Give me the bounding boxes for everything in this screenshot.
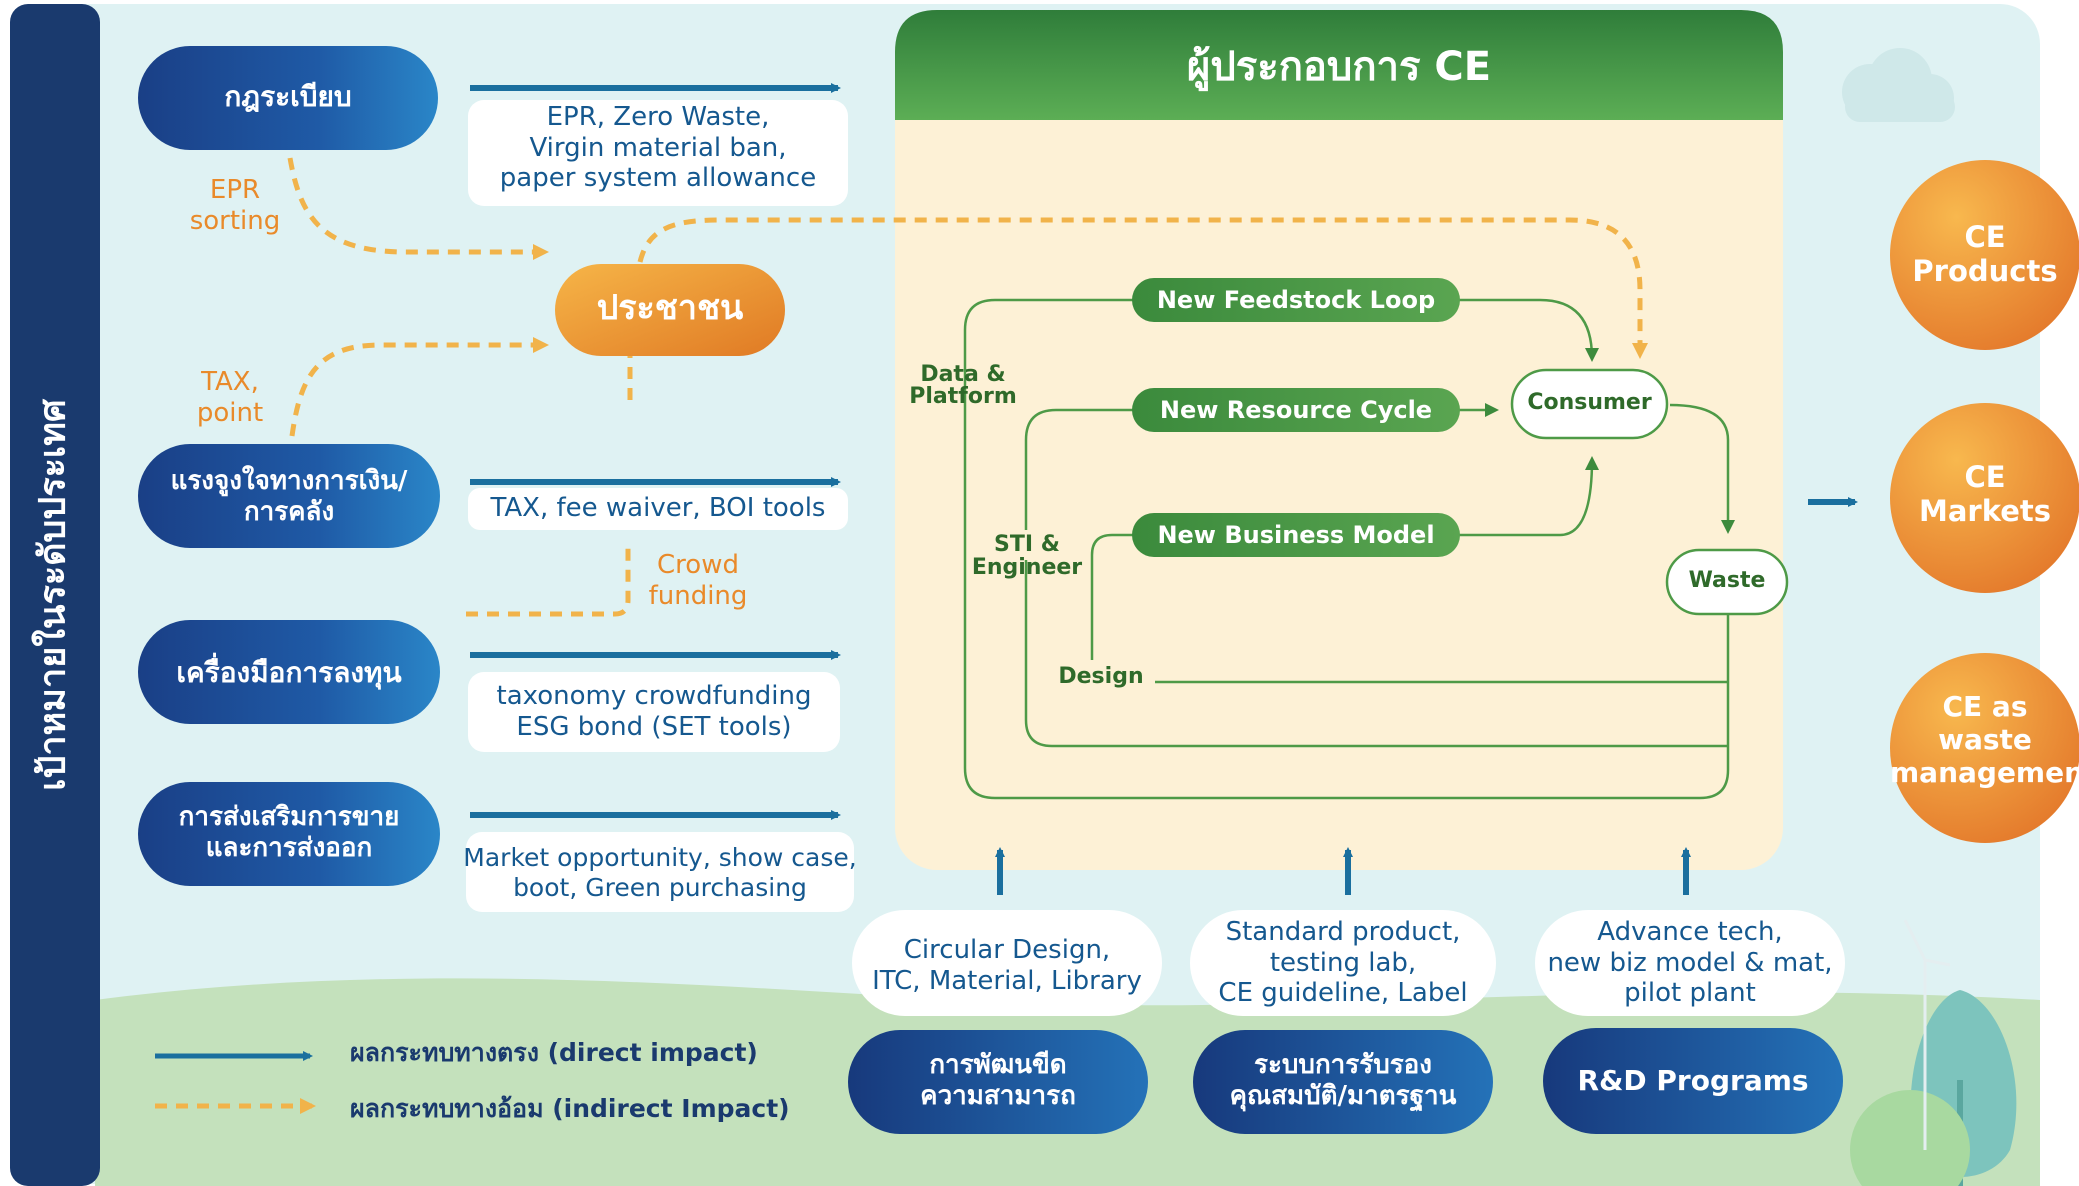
- pill-rnd: [1543, 1028, 1843, 1134]
- policy-detail-investment: taxonomy crowdfunding ESG bond (SET tool…: [496, 681, 812, 742]
- loop-feedstock-label: New Feedstock Loop: [1156, 286, 1436, 314]
- policy-detail-fiscal: TAX, fee waiver, BOI tools: [490, 493, 826, 523]
- sidebar-label: เป้าหมายในระดับประเทศ: [32, 399, 74, 791]
- label-sti-engineer: STI & Engineer: [971, 532, 1083, 581]
- support-label-certification: ระบบการรับรอง คุณสมบัติ/มาตรฐาน: [1229, 1050, 1457, 1111]
- ce-operator-panel: [895, 10, 1783, 870]
- ce-operator-header: [895, 10, 1783, 120]
- consumer-label: Consumer: [1527, 390, 1652, 415]
- ball-ce-waste: [1890, 653, 2079, 843]
- ce-operator-title: ผู้ประกอบการ CE: [1186, 44, 1492, 90]
- people-label: ประชาชน: [596, 288, 744, 328]
- label-design: Design: [1058, 664, 1144, 689]
- wind-turbine-icon: [1903, 919, 1951, 1150]
- cloud-icon: [1842, 48, 1955, 122]
- pill-regulation: [138, 46, 438, 150]
- label-data-platform: Data & Platform: [909, 362, 1017, 409]
- pill-certification: [1193, 1030, 1493, 1134]
- policy-label-investment: เครื่องมือการลงทุน: [176, 656, 402, 689]
- policy-label-promotion: การส่งเสริมการขาย และการส่งออก: [178, 802, 400, 863]
- tree-icon: [1850, 990, 2017, 1186]
- node-consumer: [1510, 368, 1669, 440]
- label-epr-sorting: EPR sorting: [189, 175, 281, 236]
- policy-label-regulation: กฎระเบียบ: [224, 80, 352, 113]
- node-waste: [1665, 548, 1789, 616]
- pill-resource: [1132, 388, 1460, 432]
- sidebar-bar: [10, 4, 100, 1186]
- policy-detail-regulation: EPR, Zero Waste, Virgin material ban, pa…: [499, 102, 817, 194]
- pill-business: [1132, 513, 1460, 557]
- support-label-rnd: R&D Programs: [1577, 1064, 1809, 1097]
- waste-label: Waste: [1688, 568, 1766, 593]
- outcome-ce-products: CE Products: [1912, 220, 2058, 289]
- pill-promotion: [138, 782, 440, 886]
- loop-resource-label: New Resource Cycle: [1159, 396, 1433, 424]
- pill-people: [555, 264, 785, 356]
- outcome-ce-markets: CE Markets: [1918, 460, 2052, 529]
- legend-indirect-label: ผลกระทบทางอ้อม (indirect Impact): [350, 1094, 790, 1123]
- support-detail-rnd: Advance tech, new biz model & mat, pilot…: [1547, 917, 1833, 1009]
- pill-fiscal: [138, 444, 440, 548]
- ball-ce-products: [1890, 160, 2079, 350]
- pill-investment: [138, 620, 440, 724]
- support-label-capacity: การพัฒนขีด ความสามารถ: [920, 1050, 1076, 1111]
- legend-direct-label: ผลกระทบทางตรง (direct impact): [350, 1038, 758, 1067]
- label-tax-point: TAX, point: [196, 367, 264, 428]
- policy-label-fiscal: แรงจูงใจทางการเงิน/ การคลัง: [170, 466, 408, 527]
- ball-ce-markets: [1890, 403, 2079, 593]
- support-detail-capacity: Circular Design, ITC, Material, Library: [872, 935, 1142, 996]
- pill-feedstock: [1132, 278, 1460, 322]
- loop-business-label: New Business Model: [1157, 521, 1435, 549]
- pill-capacity: [848, 1030, 1148, 1134]
- outcome-ce-waste: CE as waste management: [1890, 690, 2079, 790]
- label-crowd-funding: Crowd funding: [648, 550, 748, 611]
- support-detail-certification: Standard product, testing lab, CE guidel…: [1218, 917, 1468, 1009]
- policy-detail-promotion: Market opportunity, show case, boot, Gre…: [463, 843, 857, 902]
